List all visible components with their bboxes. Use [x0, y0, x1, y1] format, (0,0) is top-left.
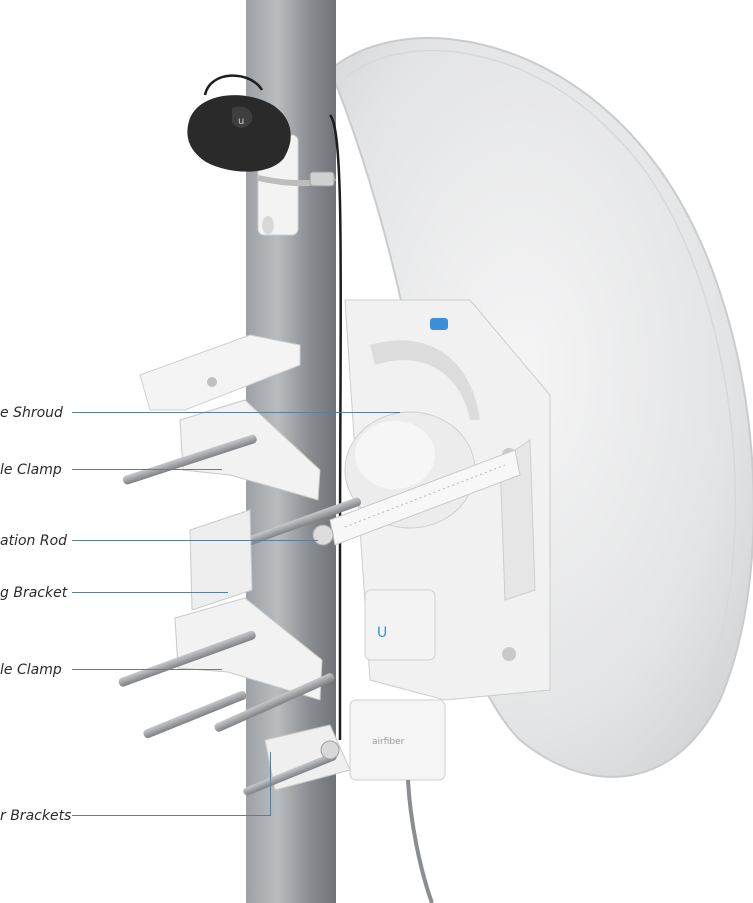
lower-pole-clamp [118, 597, 351, 796]
leader-shroud [72, 412, 400, 413]
svg-text:U: U [377, 625, 387, 641]
label-brackets: r Brackets [0, 808, 72, 824]
radio-unit: U airfiber [349, 589, 446, 903]
leader-elevation-rod [72, 540, 318, 541]
leader-lower-clamp [72, 669, 222, 670]
label-elevation-rod: ation Rod [0, 533, 68, 549]
middle-bracket [189, 509, 253, 611]
label-upper-pole-clamp: le Clamp [0, 462, 62, 478]
svg-text:u: u [238, 116, 244, 127]
leader-mounting-bracket [72, 592, 228, 593]
label-shroud: e Shroud [0, 405, 63, 421]
upper-back-bracket [139, 334, 301, 411]
upper-pole-clamp [122, 399, 362, 552]
leader-brackets [72, 815, 270, 816]
svg-text:airfiber: airfiber [372, 737, 405, 747]
leader-brackets-vertical [270, 752, 271, 816]
label-lower-pole-clamp: le Clamp [0, 662, 62, 678]
label-mounting-bracket: g Bracket [0, 585, 68, 601]
elevation-scale [312, 449, 521, 546]
gps-cable [203, 74, 343, 740]
leader-upper-clamp [72, 469, 222, 470]
gps-module: u [187, 95, 336, 236]
